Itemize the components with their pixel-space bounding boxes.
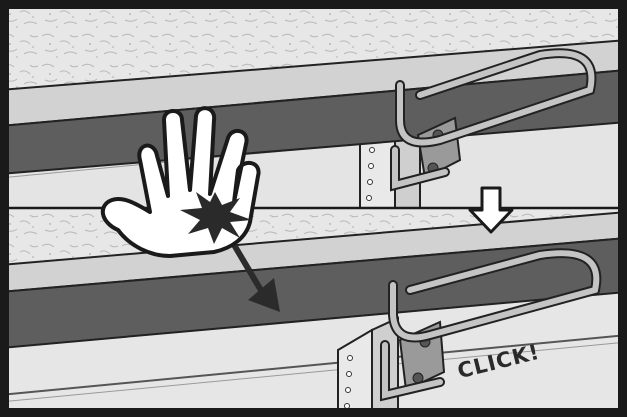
u-rod-top: [390, 48, 597, 192]
rail-top: [9, 39, 618, 175]
diagonal-arrow-icon: [227, 235, 280, 312]
impact-burst-icon: [180, 192, 252, 244]
bottom-panel: [9, 209, 618, 408]
rail-bottom: [9, 211, 618, 349]
u-rod-bottom: [380, 248, 602, 402]
down-arrow-icon: [468, 186, 514, 234]
slotted-upright-bottom: [337, 316, 399, 408]
top-panel: [9, 9, 618, 207]
